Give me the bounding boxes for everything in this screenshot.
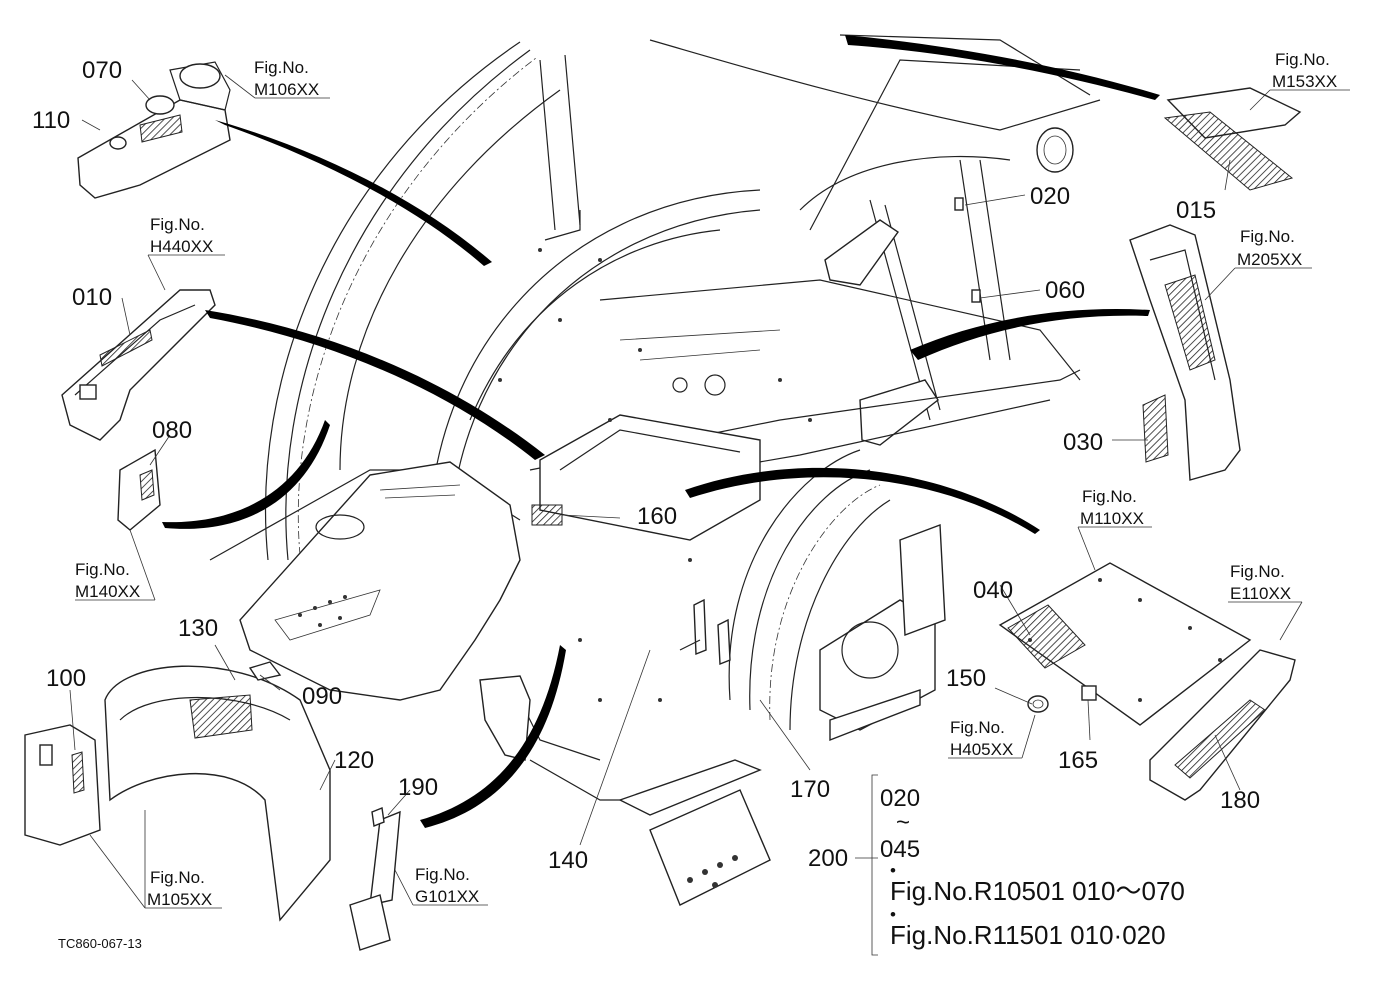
leader-lines — [69, 74, 1350, 956]
range-ref-2: Fig.No.R11501 010·020 — [890, 920, 1166, 950]
fig-label-g101: Fig.No. — [415, 865, 470, 884]
label-040: 040 — [973, 577, 1013, 604]
fig-ref-g101: G101XX — [415, 887, 479, 906]
part-m205-cover — [1129, 224, 1241, 481]
label-190: 190 — [398, 774, 438, 801]
label-160: 160 — [637, 503, 677, 530]
label-165: 165 — [1058, 747, 1098, 774]
fig-label-m140: Fig.No. — [75, 560, 130, 579]
fig-label-m205: Fig.No. — [1240, 227, 1295, 246]
label-130: 130 — [178, 615, 218, 642]
fig-ref-m110: M110XX — [1080, 509, 1144, 528]
part-150-grommet — [1027, 695, 1049, 713]
drawing-id: TC860-067-13 — [58, 936, 142, 951]
label-015: 015 — [1176, 197, 1216, 224]
range-bullet-1: • — [890, 861, 896, 880]
fig-ref-e110: E110XX — [1230, 584, 1291, 603]
fig-ref-m153: M153XX — [1272, 72, 1337, 91]
fig-ref-m205: M205XX — [1237, 250, 1302, 269]
label-100: 100 — [46, 665, 86, 692]
label-170: 170 — [790, 776, 830, 803]
fig-ref-m140: M140XX — [75, 582, 140, 601]
part-e110-step — [1149, 649, 1296, 801]
label-030: 030 — [1063, 429, 1103, 456]
callout-arrows — [162, 35, 1160, 828]
label-200: 200 — [808, 845, 848, 872]
fig-ref-m106: M106XX — [254, 80, 319, 99]
part-015-filter — [1163, 87, 1302, 191]
fig-label-m110: Fig.No. — [1082, 487, 1137, 506]
fig-label-m153: Fig.No. — [1275, 50, 1330, 69]
fig-ref-m105: M105XX — [147, 890, 212, 909]
label-070: 070 — [82, 57, 122, 84]
fig-label-m105: Fig.No. — [150, 868, 205, 887]
part-010-panel — [61, 289, 216, 441]
label-020: 020 — [1030, 183, 1070, 210]
label-150: 150 — [946, 665, 986, 692]
part-number-labels: 070 110 010 080 015 020 060 030 160 040 … — [32, 57, 1260, 874]
part-m110-floor-mat — [998, 562, 1252, 726]
range-note: 020 ~ 045 • Fig.No.R10501 010～070 • Fig.… — [880, 785, 1185, 950]
label-080: 080 — [152, 417, 192, 444]
fig-label-h405: Fig.No. — [950, 718, 1005, 737]
label-110: 110 — [32, 107, 70, 134]
fig-label-m106: Fig.No. — [254, 58, 309, 77]
range-ref-1: Fig.No.R10501 010～070 — [890, 876, 1185, 906]
part-m105-fender — [24, 661, 331, 922]
label-180: 180 — [1220, 787, 1260, 814]
range-from: 020 — [880, 785, 920, 812]
part-070-housing — [77, 61, 231, 199]
range-bullet-2: • — [890, 905, 896, 924]
part-080-cover — [117, 448, 161, 531]
label-010: 010 — [72, 284, 112, 311]
cab-frame — [209, 34, 1101, 906]
range-tilde: ~ — [896, 809, 910, 836]
label-060: 060 — [1045, 277, 1085, 304]
label-090: 090 — [302, 683, 342, 710]
part-g101-handle — [349, 807, 401, 951]
fig-label-e110: Fig.No. — [1230, 562, 1285, 581]
fig-ref-h440: H440XX — [150, 237, 213, 256]
label-120: 120 — [334, 747, 374, 774]
figure-reference-labels: Fig.No. M106XX Fig.No. H440XX Fig.No. M1… — [75, 50, 1337, 909]
fig-label-h440: Fig.No. — [150, 215, 205, 234]
range-to: 045 — [880, 836, 920, 863]
label-140: 140 — [548, 847, 588, 874]
fig-ref-h405: H405XX — [950, 740, 1013, 759]
